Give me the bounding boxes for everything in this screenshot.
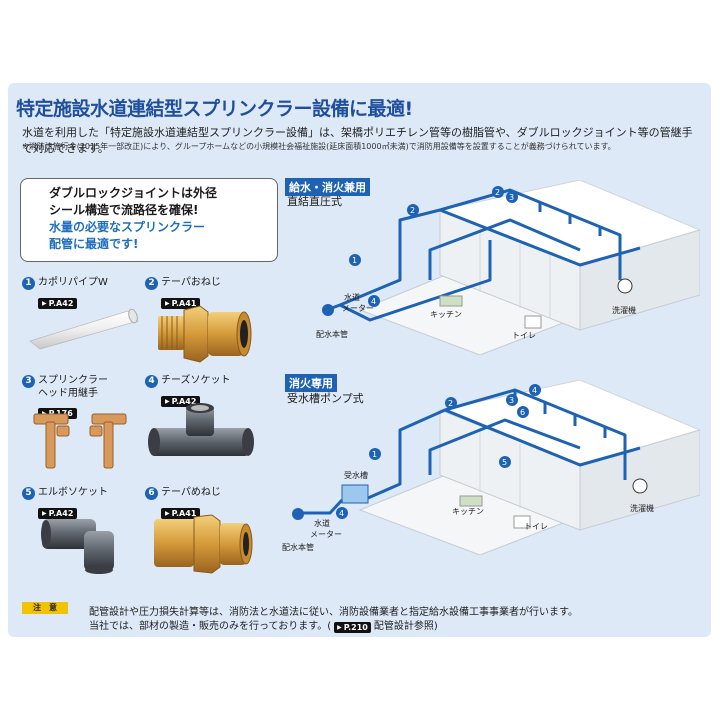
diagram1-toilet-label: トイレ [512,331,536,340]
marker-number: 1 [372,450,377,459]
product-number: 4 [145,374,158,388]
page-reference-link[interactable]: P.A41 [161,508,201,519]
marker-number: 4 [339,509,344,518]
diagram2-tank-label: 受水槽 [344,470,368,480]
callout-line-1: ダブルロックジョイントは外径 [49,186,218,200]
diagram1-markers: 1 2 2 3 4 [349,186,518,307]
page-reference-link[interactable]: P.A41 [161,298,201,309]
diagram2-toilet-label: トイレ [524,522,548,531]
callout-line-4: 配管に最適です! [49,237,139,251]
product-name: チーズソケット [161,375,231,386]
page-reference-link[interactable]: P.A42 [38,298,78,309]
diagram2-washer-label: 洗濯機 [630,503,654,513]
diagram1-washer-label: 洗濯機 [612,305,636,315]
diagram2-badge: 消火専用 [285,374,337,392]
diagram2-main-label: 配水本管 [282,542,314,552]
diagram1-subtitle: 直結直圧式 [287,195,342,208]
tee-socket-illustration [148,403,254,456]
diagram2-kitchen-label: キッチン [452,507,484,516]
caution-line-2-start: 当社では、部材の製造・販売のみを行っております。( [89,621,332,632]
caution-badge: 注 意 [22,602,68,614]
intro-text: 水道を利用した「特定施設水道連結型スプリンクラー設備」は、架橋ポリエチレン管等の… [22,126,693,155]
diagram1-building-illustration: 水道 メーター 配水本管 キッチン トイレ 洗濯機 1 2 2 3 4 [316,180,700,355]
diagram2-meter-label: 水道 [314,518,330,528]
diagram2-building-illustration: 受水槽 水道 メーター 配水本管 キッチン トイレ 洗濯機 1 2 3 4 4 … [282,380,700,555]
taper-male-thread-illustration [158,305,252,363]
product-name: テーパおねじ [161,277,221,288]
diagram1-meter-label: 水道 [344,292,360,302]
callout-line-2: シール構造で流路径を確保! [49,203,199,217]
marker-number: 3 [509,396,514,405]
content-panel [8,83,711,637]
product-number: 2 [145,276,158,290]
feature-callout: ダブルロックジョイントは外径 シール構造で流路径を確保! 水量の必要なスプリンク… [20,178,278,262]
marker-number: 6 [520,408,525,417]
product-number: 5 [22,486,35,500]
marker-number: 2 [495,188,500,197]
diagram1-kitchen-label: キッチン [430,310,462,319]
marker-number: 2 [410,206,415,215]
taper-female-thread-illustration [154,514,253,574]
marker-number: 3 [509,193,514,202]
marker-number: 2 [448,399,453,408]
product-name: スプリンクラー [38,375,108,386]
marker-number: 4 [532,386,537,395]
caution-page-reference-link[interactable]: P.210 [334,622,371,633]
diagram2-subtitle: 受水槽ポンプ式 [287,392,364,405]
product-name: テーパめねじ [161,487,221,498]
diagram2-meter-label2: メーター [310,530,342,539]
product-number: 3 [22,374,35,388]
page-reference-link[interactable]: P.A42 [161,396,201,407]
page-title: 特定施設水道連結型スプリンクラー設備に最適! [16,98,413,120]
marker-number: 5 [502,458,507,467]
diagram1-meter-label2: メーター [342,304,374,313]
product-name-line2: ヘッド用継手 [38,388,98,399]
elbow-socket-illustration [41,519,114,574]
caution-line-1: 配管設計や圧力損失計算等は、消防法と水道法に従い、消防設備業者と指定給水設備工事… [89,607,578,618]
callout-line-3: 水量の必要なスプリンクラー [49,220,206,234]
diagram1-badge: 給水・消火兼用 [285,178,370,196]
product-name: カポリパイプW [38,277,108,288]
marker-number: 4 [371,297,376,306]
sprinkler-head-joint-illustration [33,413,127,469]
product-number: 6 [145,486,158,500]
caution-line-2-end: 配管設計参照) [373,621,438,632]
diagram2-markers: 1 2 3 4 4 5 6 [336,384,541,519]
pipe-illustration [29,308,139,350]
page-reference-link[interactable]: P.A42 [38,508,78,519]
marker-number: 1 [352,256,357,265]
diagram1-main-label: 配水本管 [316,329,348,339]
product-name: エルボソケット [38,487,108,498]
product-number: 1 [22,276,35,290]
intro-note: ※消防法施行令(2015年一部改正)により、グループホームなどの小規模社会福祉施… [22,142,616,151]
